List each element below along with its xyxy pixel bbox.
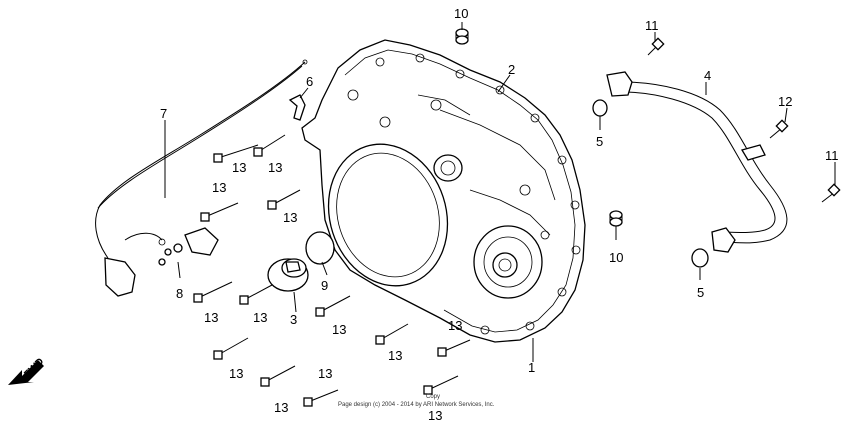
callout-13-e: 13 [204,310,218,325]
washer-bottom [691,248,709,268]
neutral-switch [158,227,219,266]
sensor-cable [95,59,308,297]
dowel-pin-right [609,210,623,227]
washer-top [592,99,608,117]
forward-arrow-icon [8,360,44,385]
copyright-line-2: Page design (c) 2004 - 2014 by ARI Netwo… [338,402,495,408]
callout-13-i: 13 [388,348,402,363]
bolt-11-right [821,183,841,203]
callout-13-l: 13 [274,400,288,415]
callout-13-a: 13 [232,160,246,175]
callout-13-h: 13 [448,318,462,333]
callout-13-k: 13 [318,366,332,381]
callout-6: 6 [306,74,313,89]
callout-7: 7 [160,106,167,121]
filter-cap [267,258,309,292]
callout-5-bottom: 5 [697,285,704,300]
callout-4: 4 [704,68,711,83]
callout-3: 3 [290,312,297,327]
cable-clip [288,94,306,121]
callout-5-top: 5 [596,134,603,149]
callout-13-j: 13 [229,366,243,381]
bolt-11-top [647,37,665,56]
callout-13-b: 13 [268,160,282,175]
copyright-line-1: Copy [426,394,440,400]
callout-11-top: 11 [645,18,659,33]
o-ring [305,231,335,265]
callout-1: 1 [528,360,535,375]
callout-12: 12 [778,94,792,109]
callout-8: 8 [176,286,183,301]
callout-11-right: 11 [825,148,839,163]
oil-pipe [606,71,788,253]
callout-13-g: 13 [332,322,346,337]
dowel-pin-top [455,28,469,45]
callout-13-d: 13 [283,210,297,225]
crankcase-cover [301,39,586,343]
callout-2: 2 [508,62,515,77]
callout-9: 9 [321,278,328,293]
bolt-13 [193,134,471,407]
callout-13-m: 13 [428,408,442,423]
fwd-label: FWD [22,356,46,380]
callout-13-f: 13 [253,310,267,325]
callout-10-top: 10 [454,6,468,21]
callout-13-c: 13 [212,180,226,195]
leader-lines [164,22,836,362]
callout-10-right: 10 [609,250,623,265]
bolt-12 [769,119,789,139]
